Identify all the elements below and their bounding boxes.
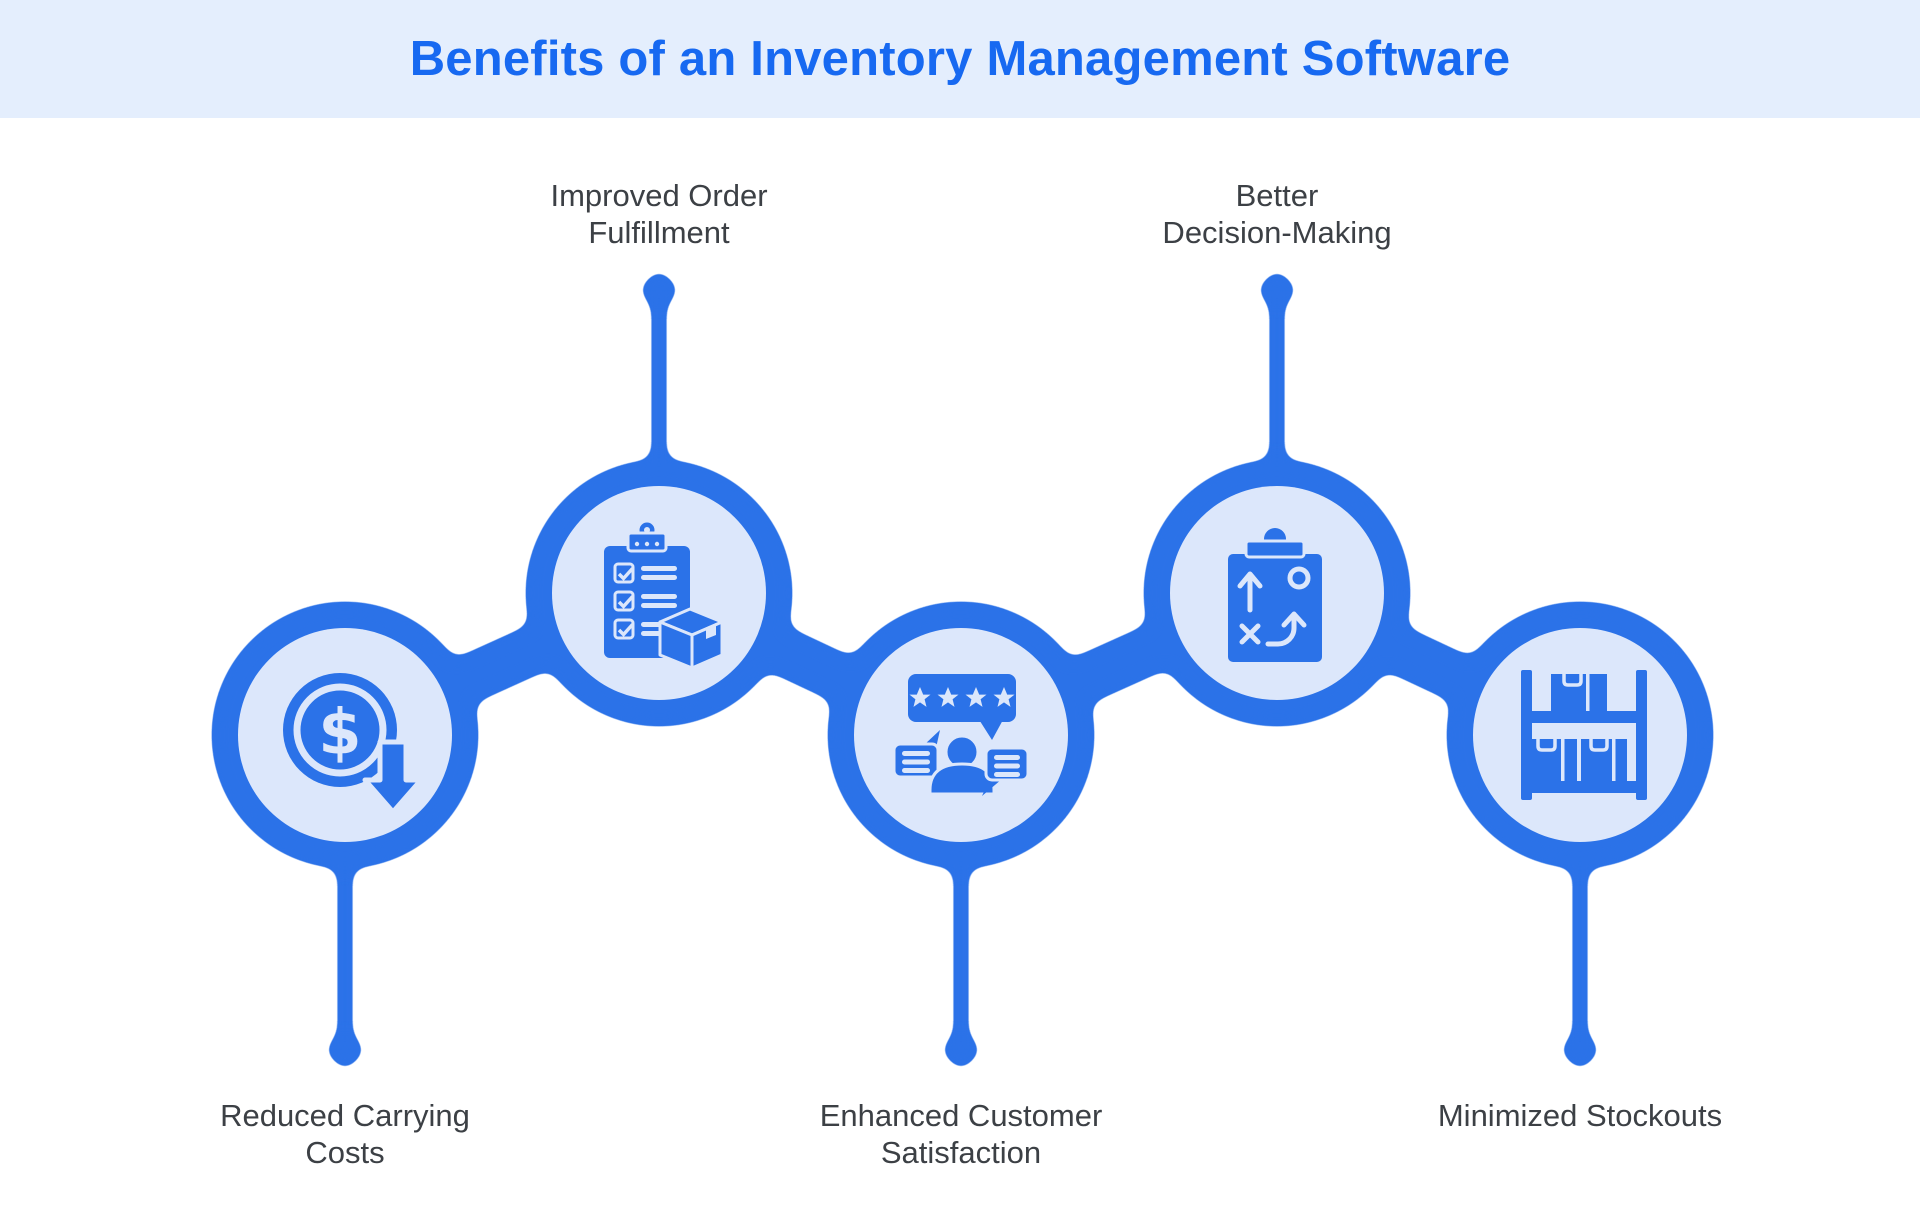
dollar-down-arrow-icon: $ — [283, 673, 424, 815]
customer-review-icon — [892, 674, 1030, 796]
node-label-better-decision-making: Better Decision-Making — [1162, 178, 1392, 250]
node-label-reduced-carrying-costs: Reduced Carrying Costs — [220, 1098, 470, 1170]
label-stems — [337, 290, 1588, 1050]
node-label-improved-order-fulfillment: Improved Order Fulfillment — [550, 178, 768, 250]
node-disc-minimized-stockouts — [1473, 628, 1687, 842]
node-label-enhanced-customer-satisfaction: Enhanced Customer Satisfaction — [819, 1098, 1103, 1170]
node-label-minimized-stockouts: Minimized Stockouts — [1437, 1098, 1723, 1133]
title-banner: Benefits of an Inventory Management Soft… — [0, 0, 1920, 118]
dollar-glyph: $ — [318, 696, 361, 769]
strategy-plan-icon — [1228, 528, 1322, 662]
checklist-package-icon — [604, 519, 724, 670]
stocked-shelf-icon — [1521, 670, 1647, 800]
page-title: Benefits of an Inventory Management Soft… — [409, 32, 1511, 86]
